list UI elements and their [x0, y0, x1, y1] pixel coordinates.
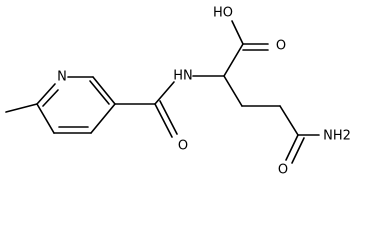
bond-ring-n-c2 [36, 83, 56, 105]
bond-amide-co-2 [159, 100, 178, 135]
bond-carboxyl-oh [231, 20, 244, 45]
atom-label-nh2: NH2 [323, 129, 351, 144]
bond-ring-c5-c6-inner [89, 80, 110, 105]
bond-ring-n-c2-inner [42, 89, 59, 107]
atom-label-hn: HN [173, 69, 193, 84]
bond-alpha-carboxyl [223, 43, 244, 77]
bond-cg-cd [279, 105, 299, 136]
bond-ring-c5-c6 [92, 76, 116, 105]
bond-amide-cn [154, 81, 175, 105]
bond-primary-co-1 [285, 134, 299, 161]
atom-label-o-amide: O [178, 139, 188, 154]
bond-ring-c4-c5 [90, 103, 116, 134]
atom-label-ho: HO [213, 6, 233, 21]
bond-amide-co-1 [154, 103, 173, 138]
molecule-structure: HO O N HN O O NH2 [5, 6, 351, 178]
atom-label-o-acid: O [276, 39, 286, 54]
bond-primary-co-2 [291, 137, 305, 164]
bond-methyl [5, 103, 38, 113]
atom-label-o-primary: O [278, 163, 288, 178]
atom-label-n-ring: N [57, 70, 67, 85]
bond-alpha-cb [223, 75, 243, 107]
bond-ring-c2-c3 [36, 103, 55, 134]
structure-canvas: HO O N HN O O NH2 [5, 6, 351, 178]
